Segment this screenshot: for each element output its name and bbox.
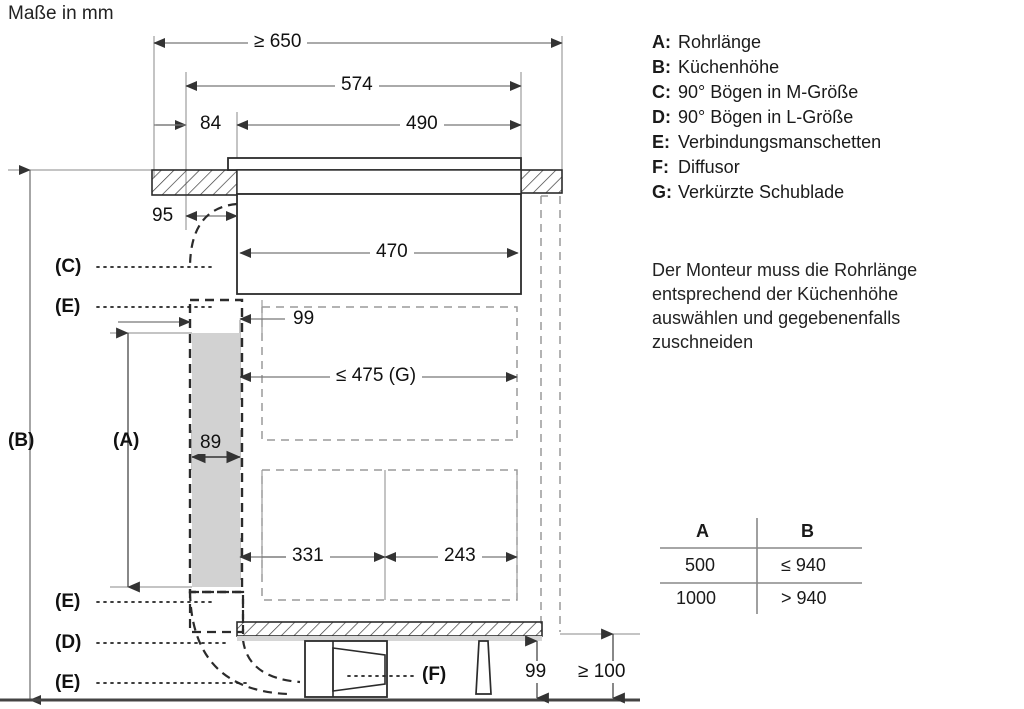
dimension-label-470: 470: [370, 241, 414, 263]
note-line-3: auswählen und gegebenenfalls: [652, 308, 901, 328]
legend-key-b: B:: [652, 57, 671, 77]
table-header-b: B: [801, 521, 814, 541]
legend-key-a: A:: [652, 32, 671, 52]
legend-key-g: G:: [652, 182, 672, 202]
diffusor-F: [304, 640, 388, 698]
legend-value-a: Rohrlänge: [678, 32, 762, 52]
support-leg: [475, 640, 492, 695]
table-header-a: A: [696, 521, 709, 541]
legend-value-f: Diffusor: [678, 157, 740, 177]
legend-key-d: D:: [652, 107, 671, 127]
dimension-label-89: 89: [198, 432, 224, 454]
dimension-label-95: 95: [148, 205, 178, 227]
callout-leaders: [96, 266, 416, 684]
spec-table-rules: [660, 518, 862, 614]
dimension-label-490: 490: [400, 113, 444, 135]
table-row: > 940: [781, 588, 827, 608]
legend-key-e: E:: [652, 132, 670, 152]
legend-value-d: 90° Bögen in L-Größe: [678, 107, 854, 127]
page-title: Maße in mm: [8, 3, 114, 24]
dimension-label-331: 331: [286, 545, 330, 567]
table-row: ≤ 940: [781, 555, 826, 575]
callout-F: (F): [422, 664, 447, 685]
legend-value-c: 90° Bögen in M-Größe: [678, 82, 859, 102]
dimension-label-650: ≥ 650: [248, 31, 308, 53]
connector-bottom-box: [188, 590, 245, 634]
callout-A: (A): [113, 430, 140, 451]
dimension-label-243: 243: [438, 545, 482, 567]
note-line-1: Der Monteur muss die Rohrlänge: [652, 260, 918, 280]
table-row: 500: [685, 555, 716, 575]
worktop-left: [151, 169, 238, 196]
drawer-outlines: [261, 195, 561, 632]
dimension-label-99-top: 99: [289, 308, 319, 330]
legend-value-b: Küchenhöhe: [678, 57, 780, 77]
cooktop-plate: [227, 157, 522, 171]
callout-E-top: (E): [55, 296, 81, 317]
worktop-right: [520, 169, 563, 194]
dimension-label-84: 84: [196, 113, 226, 135]
note-line-2: entsprechend der Küchenhöhe: [652, 284, 899, 304]
legend-value-e: Verbindungsmanschetten: [678, 132, 882, 152]
callout-C: (C): [55, 256, 82, 277]
table-row: 1000: [676, 588, 717, 608]
callout-B: (B): [8, 430, 35, 451]
bottom-panel: [236, 621, 543, 641]
callout-E-bottom: (E): [55, 672, 81, 693]
legend-key-f: F:: [652, 157, 669, 177]
legend-key-c: C:: [652, 82, 671, 102]
appliance-body: [236, 169, 522, 295]
dimension-label-475G: ≤ 475 (G): [330, 365, 423, 387]
dimension-label-100: ≥ 100: [575, 661, 629, 683]
dimension-label-99-bottom: 99: [522, 661, 550, 683]
callout-E-mid: (E): [55, 591, 81, 612]
callout-D: (D): [55, 632, 82, 653]
legend-value-g: Verkürzte Schublade: [678, 182, 845, 202]
note-line-4: zuschneiden: [652, 332, 754, 352]
dimension-label-574: 574: [335, 74, 379, 96]
